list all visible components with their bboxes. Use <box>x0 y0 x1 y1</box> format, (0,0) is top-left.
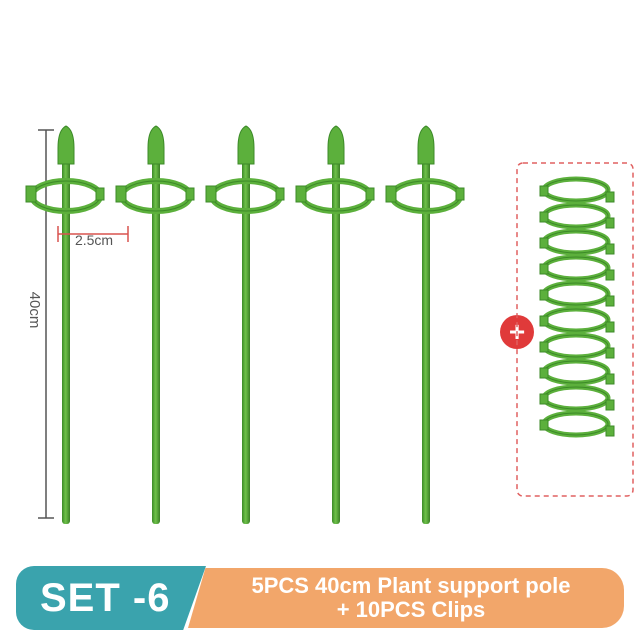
plant-clip <box>540 283 614 306</box>
plant-clip <box>540 413 614 436</box>
description-line-1: 5PCS 40cm Plant support pole <box>251 573 571 598</box>
plant-clip <box>540 335 614 358</box>
product-banner: 5PCS 40cm Plant support pole + 10PCS Cli… <box>16 566 624 630</box>
plant-clip <box>540 361 614 384</box>
support-pole <box>116 126 194 524</box>
height-dimension: 40cm <box>26 129 54 519</box>
description-line-2: + 10PCS Clips <box>336 597 486 622</box>
support-pole <box>386 126 464 524</box>
clips-box <box>516 162 634 497</box>
support-poles <box>26 126 464 524</box>
description-box: 5PCS 40cm Plant support pole + 10PCS Cli… <box>188 568 624 628</box>
support-pole <box>296 126 374 524</box>
support-pole <box>206 126 284 524</box>
plant-clip <box>540 387 614 410</box>
height-label: 40cm <box>26 292 43 329</box>
plant-clip <box>540 205 614 228</box>
plant-clip <box>540 231 614 254</box>
product-photo: 40cm 2.5cm + <box>0 0 634 560</box>
plant-clip <box>540 257 614 280</box>
set-label: SET -6 <box>16 566 206 630</box>
width-dimension: 2.5cm <box>57 226 129 248</box>
plant-clip <box>540 309 614 332</box>
plant-clip <box>540 179 614 202</box>
width-label: 2.5cm <box>75 232 113 248</box>
